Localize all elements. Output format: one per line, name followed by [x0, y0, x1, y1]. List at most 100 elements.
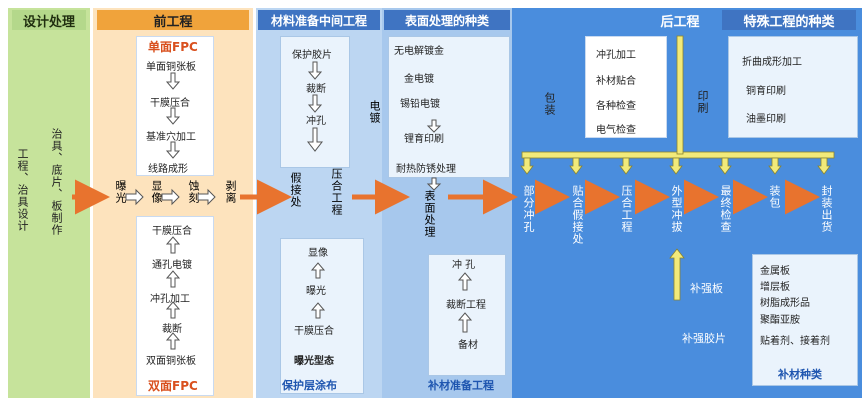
design-left-label: 工程、治具设计: [16, 148, 29, 232]
material-bottom-box: [280, 238, 364, 394]
back-flow-1: 部分冲孔: [522, 185, 535, 233]
flow-strip: 剥离: [224, 180, 237, 204]
material-bottom-step-2: 曝光: [306, 286, 326, 297]
single-step-4: 线路成形: [148, 164, 188, 175]
surface-item-4: 锂育印刷: [404, 134, 444, 145]
surface-top-box: [388, 36, 510, 178]
back-flow-2: 贴合假接处: [571, 185, 584, 245]
double-step-2: 通孔电镀: [152, 260, 192, 271]
surface-down-arrow-2: [426, 177, 442, 191]
surface-up-arrow-1: [457, 272, 473, 291]
yellow-up-reinforce: [669, 248, 685, 301]
back-flow-5: 最终检查: [719, 185, 732, 233]
material-up-arrow-2: [310, 302, 326, 319]
back-reinforce-film: 补强胶片: [682, 332, 726, 345]
special-materials-box: [752, 254, 858, 386]
yellow-arrow-1: [520, 157, 534, 175]
header-back: 后工程: [660, 14, 700, 30]
material-up-arrow-1: [310, 262, 326, 279]
back-check-1: 冲孔加工: [596, 50, 636, 61]
double-up-arrow-3: [165, 301, 181, 319]
back-reinforce-board: 补强板: [690, 282, 723, 295]
single-step-2: 干膜压合: [150, 98, 190, 109]
surface-sub-step-3: 备材: [458, 340, 478, 351]
material-plating-label: 电镀: [368, 100, 381, 124]
flow-develop: 显像: [150, 180, 163, 204]
double-step-1: 干膜压合: [152, 226, 192, 237]
single-step-1: 单面铜张板: [146, 62, 196, 73]
yellow-arrow-3: [619, 157, 633, 175]
surface-item-1: 无电解镀金: [394, 46, 444, 57]
double-up-arrow-2: [165, 270, 181, 288]
surface-down-arrow-1: [426, 119, 442, 133]
yellow-arrow-7: [817, 157, 831, 175]
front-hollow-arrow-3: [197, 188, 216, 206]
back-print-label: 印刷: [696, 90, 709, 114]
material-down-arrow-3: [306, 127, 324, 152]
single-fpc-box: [136, 36, 214, 176]
surface-up-arrow-2: [457, 312, 473, 333]
yellow-feed: [676, 35, 684, 155]
yellow-arrow-5: [718, 157, 732, 175]
material-bottom-step-3: 干膜压合: [294, 326, 334, 337]
double-up-arrow-4: [165, 332, 181, 350]
material-bottom-step-4: 曝光型态: [294, 356, 334, 367]
material-bottom-step-1: 显像: [308, 248, 328, 259]
material-fake-label: 假接处: [289, 172, 302, 208]
double-step-3: 冲孔加工: [150, 294, 190, 305]
single-down-arrow-2: [165, 107, 181, 125]
material-top-step-2: 裁断: [306, 84, 326, 95]
back-check-box: [585, 36, 667, 138]
double-step-5: 双面铜张板: [146, 356, 196, 367]
surface-item-3: 锡铅电镀: [400, 99, 440, 110]
yellow-arrow-2: [569, 157, 583, 175]
material-bottom-title: 保护层涂布: [282, 379, 337, 392]
front-hollow-arrow-2: [161, 188, 180, 206]
single-down-arrow-3: [165, 141, 181, 159]
back-check-3: 各种检查: [596, 101, 636, 112]
material-down-arrow-1: [307, 61, 323, 80]
header-design: 设计处理: [12, 10, 86, 30]
single-down-arrow-1: [165, 72, 181, 90]
surface-sub-step-1: 冲 孔: [452, 260, 476, 271]
material-press-label: 压合工程: [330, 168, 343, 216]
material-top-step-1: 保护胶片: [292, 50, 332, 61]
double-fpc-title: 双面FPC: [148, 379, 198, 393]
material-top-step-3: 冲孔: [306, 116, 326, 127]
special-material-4: 聚酯亚胺: [760, 315, 800, 326]
single-fpc-title: 单面FPC: [148, 40, 198, 54]
flow-etch: 蚀刻: [187, 180, 200, 204]
back-flow-6: 装包: [768, 185, 781, 209]
yellow-arrow-6: [768, 157, 782, 175]
double-step-4: 裁断: [162, 324, 182, 335]
surface-sub-title: 补材准备工程: [428, 379, 494, 392]
flow-exposure: 曝光: [114, 180, 127, 204]
special-material-5: 贴着剂、接着剂: [760, 336, 830, 347]
header-material: 材料准备中间工程: [258, 10, 380, 30]
header-special: 特殊工程的种类: [722, 10, 856, 30]
material-down-arrow-2: [307, 94, 323, 113]
back-flow-4: 外型冲拔: [670, 185, 683, 233]
surface-item-2: 金电镀: [404, 74, 434, 85]
surface-sub-step-2: 裁断工程: [446, 300, 486, 311]
header-surface: 表面处理的种类: [384, 10, 510, 30]
special-material-3: 树脂成形品: [760, 298, 810, 309]
special-item-2: 铜育印刷: [746, 86, 786, 97]
back-flow-3: 压合工程: [620, 185, 633, 233]
design-right-label: 治具、底片、板制作: [50, 128, 63, 236]
special-material-1: 金属板: [760, 266, 790, 277]
header-front: 前工程: [97, 10, 249, 30]
special-materials-title: 补材种类: [778, 368, 822, 381]
special-material-2: 增层板: [760, 282, 790, 293]
surface-item-5: 耐热防锈处理: [396, 164, 456, 175]
special-item-3: 油墨印刷: [746, 114, 786, 125]
back-check-4: 电气检查: [596, 125, 636, 136]
back-package-label: 包装: [543, 92, 556, 116]
back-check-2: 补材贴合: [596, 76, 636, 87]
surface-flow-label: 表面处理: [423, 190, 436, 238]
special-box: [728, 36, 858, 138]
back-flow-7: 封装出货: [820, 185, 833, 233]
single-step-3: 基准穴加工: [146, 132, 196, 143]
yellow-arrow-4: [669, 157, 683, 175]
